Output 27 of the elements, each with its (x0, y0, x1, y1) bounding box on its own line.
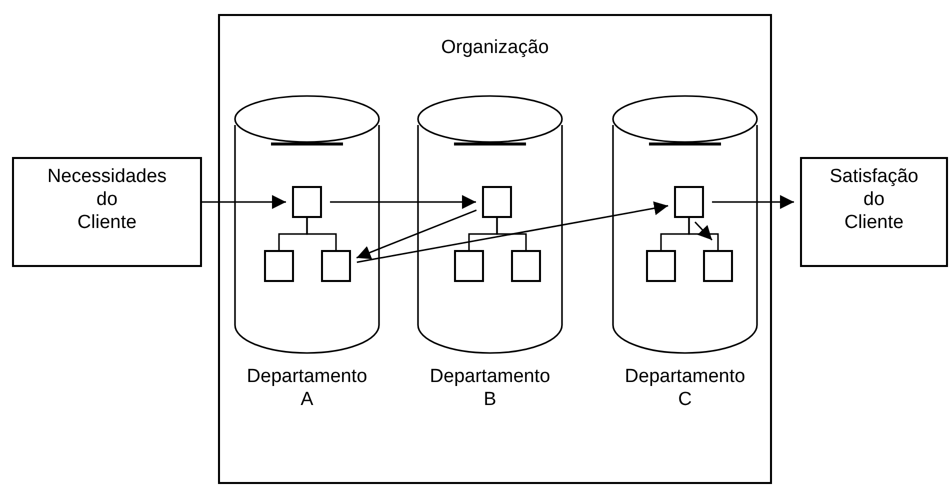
department-label: Departamento A (246, 365, 368, 411)
arrow (330, 195, 476, 209)
org-chart-box (482, 186, 512, 218)
arrow (712, 195, 794, 209)
connector-line (306, 218, 337, 250)
org-chart-box (674, 186, 704, 218)
organization-title: Organização (441, 36, 549, 59)
arrow (356, 209, 477, 260)
organization-frame (218, 14, 772, 484)
org-chart-box (321, 250, 351, 282)
org-chart-box (703, 250, 733, 282)
connector-line (496, 218, 527, 250)
process-box (800, 157, 948, 267)
department-label: Departamento C (624, 365, 746, 411)
process-box (12, 157, 202, 267)
org-chart-box (292, 186, 322, 218)
node-label: Necessidades do Cliente (47, 165, 167, 234)
arrow (694, 221, 713, 241)
connector-line (688, 218, 719, 250)
org-chart-box (646, 250, 676, 282)
node-label: Satisfação do Cliente (830, 165, 918, 234)
org-chart-box (454, 250, 484, 282)
org-chart-box (511, 250, 541, 282)
arrow (356, 201, 668, 263)
arrow (202, 195, 286, 209)
department-label: Departamento B (430, 365, 550, 411)
org-chart-box (264, 250, 294, 282)
